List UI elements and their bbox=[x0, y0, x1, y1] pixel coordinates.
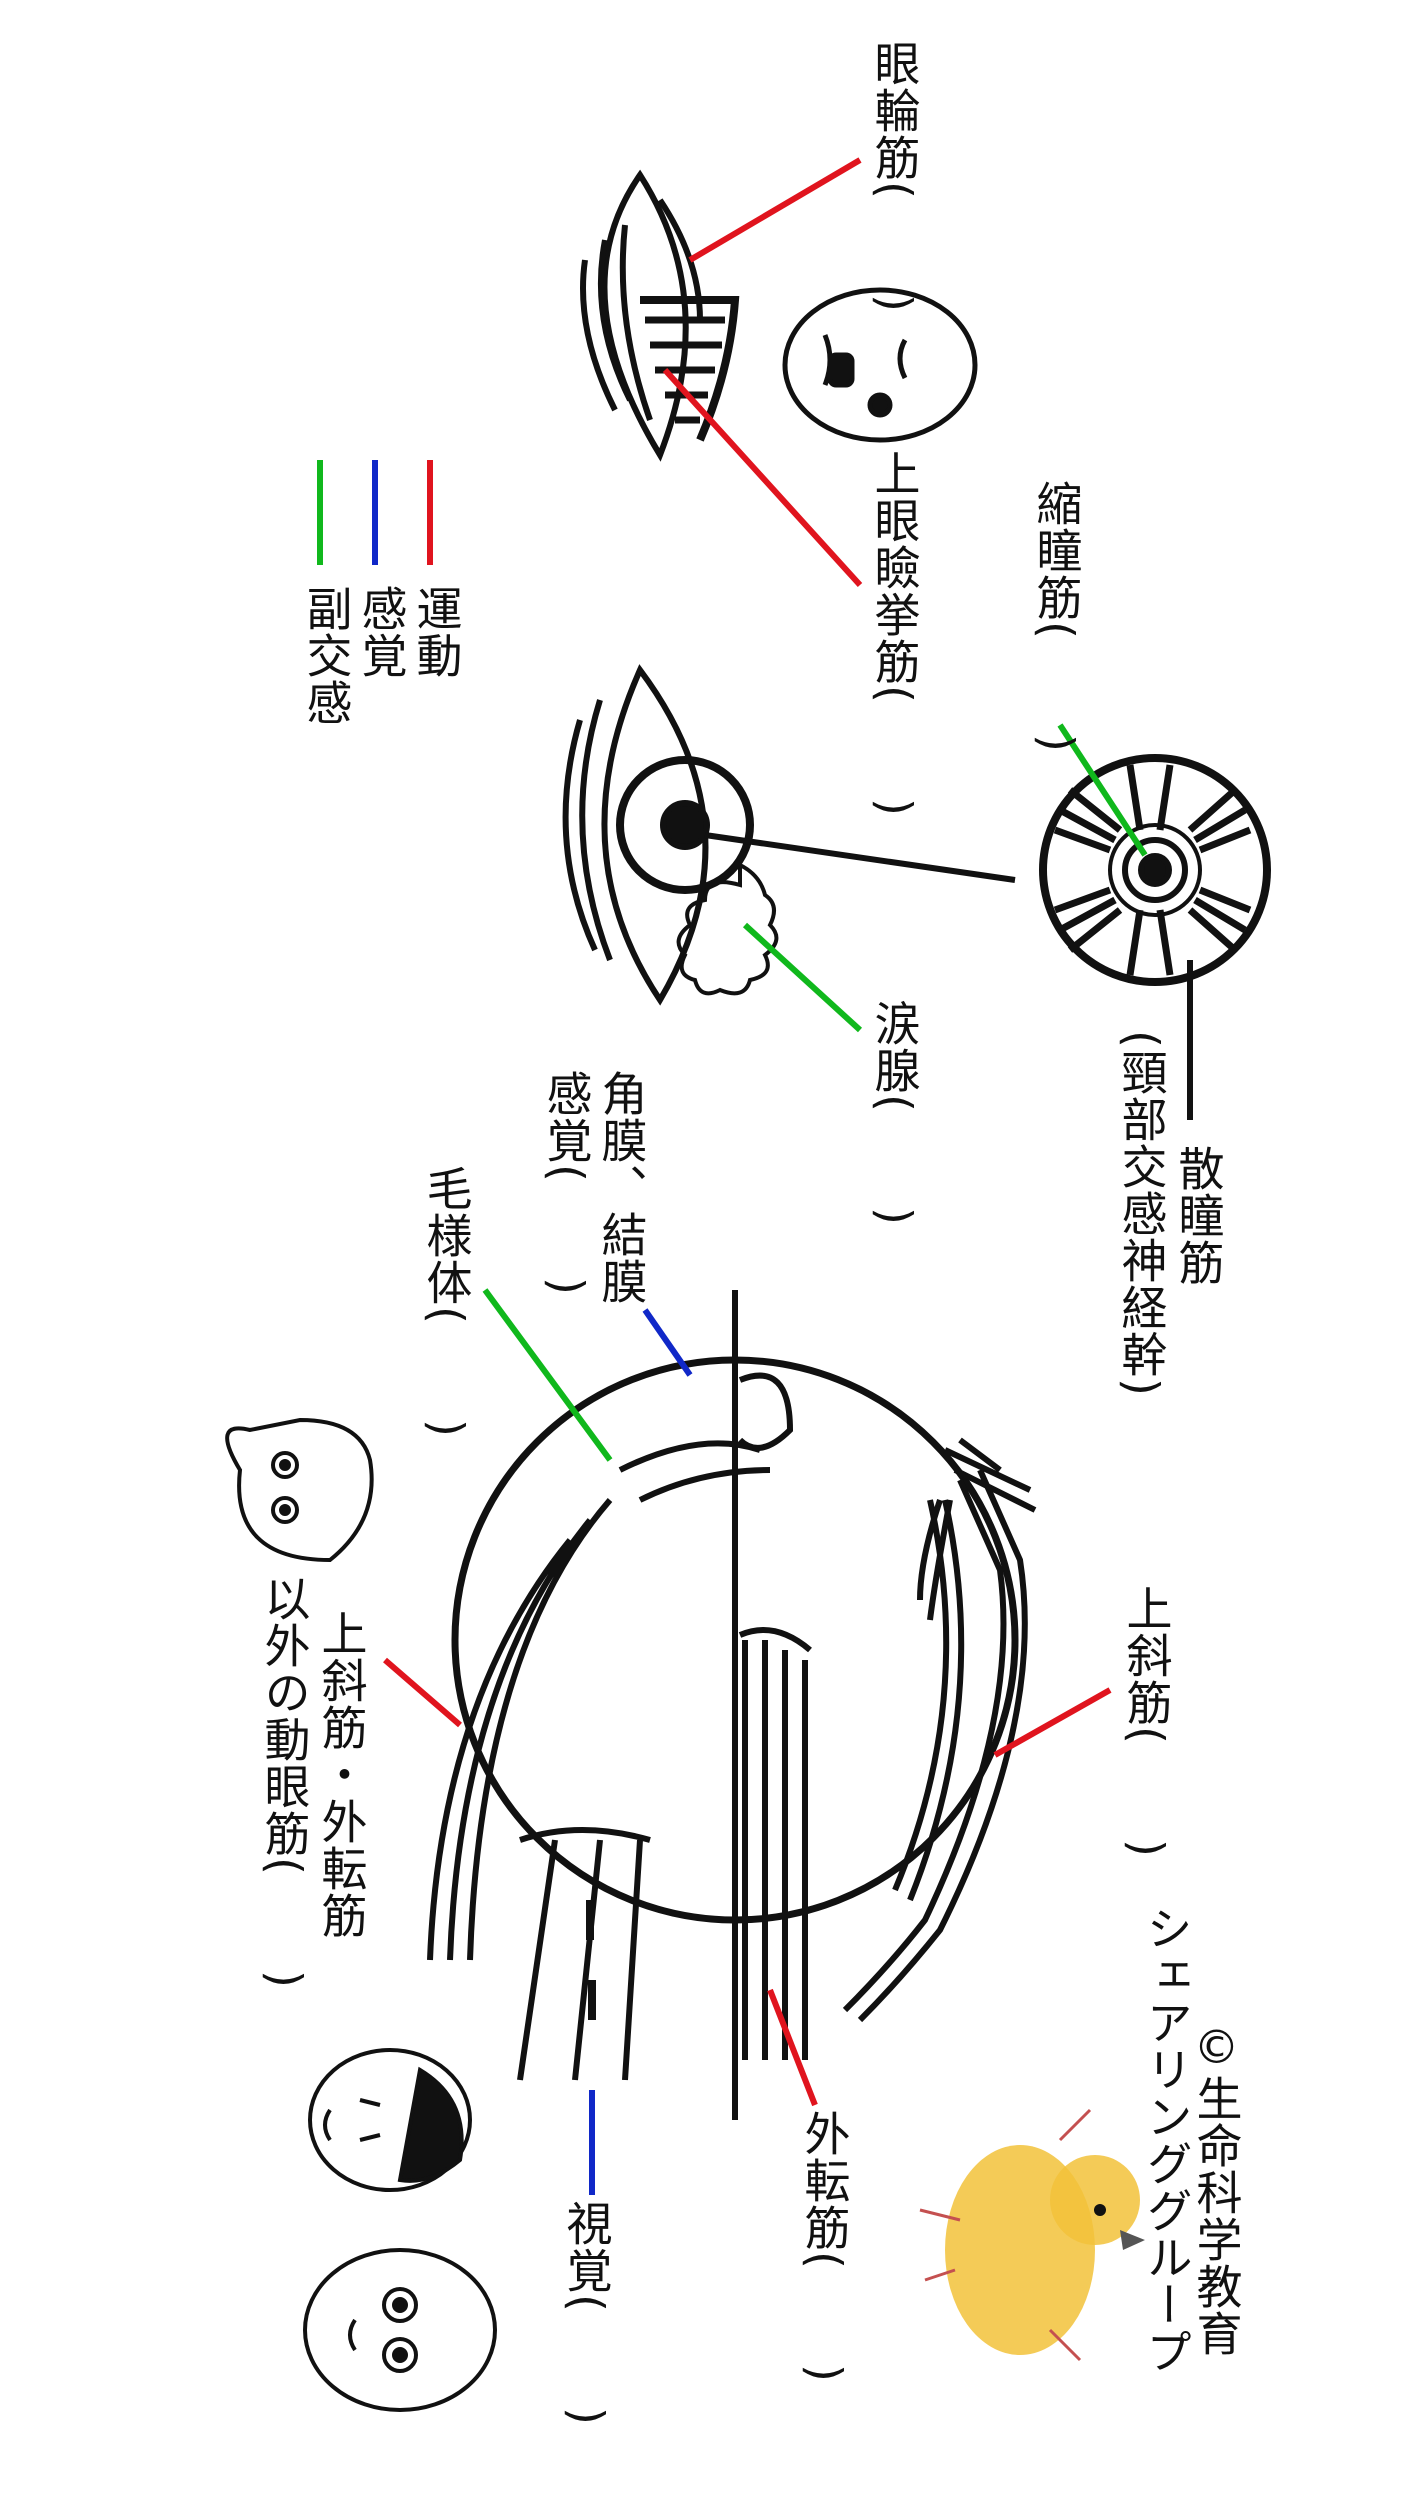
iris-icon bbox=[1039, 754, 1271, 986]
label-ciliary: 毛様体( ) bbox=[419, 1165, 474, 1438]
label-levator: 上眼瞼挙筋( ) bbox=[867, 450, 922, 817]
legend-swatches bbox=[317, 460, 433, 565]
face-icon bbox=[782, 287, 978, 443]
label-optic: 視覚( ) bbox=[559, 2200, 614, 2426]
label-credit-line2: シェアリンググループ bbox=[1139, 1905, 1194, 2375]
eyelid-icon bbox=[580, 169, 740, 462]
label-abducens: 外転筋( ) bbox=[797, 2110, 852, 2383]
chick-icon bbox=[919, 2108, 1145, 2362]
eyeball-icon bbox=[427, 1290, 1037, 2120]
label-cornea-line1: 角膜、結膜 bbox=[594, 1070, 649, 1305]
face-icon bbox=[303, 2248, 497, 2412]
face-icon bbox=[308, 2048, 472, 2192]
label-credit-line1: ©生命科学教育 bbox=[1189, 2020, 1244, 2357]
label-dilator-name: 散瞳筋 bbox=[1171, 1145, 1226, 1286]
label-oculomotor-line1: 上斜筋・外転筋 bbox=[314, 1610, 369, 1939]
label-orbicularis: 眼輪筋( ) bbox=[867, 40, 922, 313]
label-lacrimal: 涙腺( ) bbox=[867, 1000, 922, 1226]
legend-parasympathetic: 副交感 bbox=[299, 585, 354, 726]
label-superior-oblique: 上斜筋( ) bbox=[1119, 1585, 1174, 1858]
eye-icon bbox=[562, 664, 779, 1006]
legend-motor: 運動 bbox=[409, 585, 464, 679]
legend-sensory: 感覚 bbox=[354, 585, 409, 679]
leader-lines bbox=[383, 157, 1193, 2195]
face-icon bbox=[225, 1417, 374, 1563]
label-oculomotor-line2: 以外の動眼筋( ) bbox=[257, 1575, 312, 1989]
label-cornea-line2: 感覚( ) bbox=[539, 1070, 594, 1296]
label-dilator-sub: (頸部交感神経幹) bbox=[1114, 1030, 1169, 1397]
label-sphincter: 縮瞳筋( ) bbox=[1029, 480, 1084, 753]
